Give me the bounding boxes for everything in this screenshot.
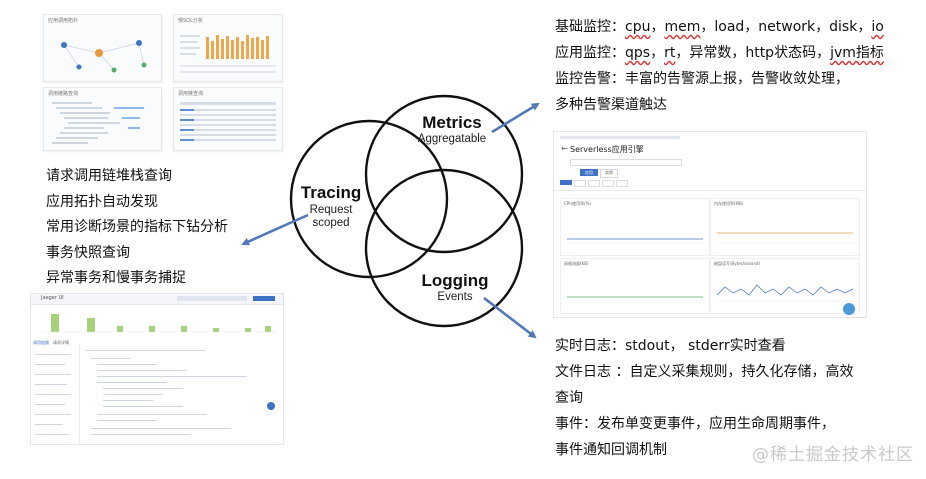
tracing-subtitle-line2: scoped bbox=[312, 217, 349, 229]
tracing-feature: 异常事务和慢事务捕捉 bbox=[46, 270, 186, 286]
logging-title: Logging bbox=[421, 271, 488, 290]
cpu-chart-title: CPU使用率(%) bbox=[564, 201, 592, 206]
logging-circle bbox=[364, 168, 524, 328]
tracing-feature: 应用拓扑自动发现 bbox=[46, 193, 158, 210]
memory-chart: 内存使用率(MB) bbox=[710, 198, 860, 256]
metrics-circle bbox=[364, 94, 524, 254]
metrics-subtitle: Aggregatable bbox=[418, 133, 486, 145]
trace-detail-title: Jaeger UI bbox=[41, 295, 64, 301]
metrics-app-line: 应用监控：qps，rt，异常数，http状态码，jvm指标 bbox=[555, 45, 884, 61]
logging-feature: 文件日志 ：自定义采集规则，持久化存储，高效 bbox=[555, 364, 854, 380]
thumbnail-title: 慢SQL分析 bbox=[178, 18, 203, 24]
trace-list-rows bbox=[180, 102, 276, 141]
tracing-subtitle-line1: Request bbox=[310, 204, 354, 216]
trace-detail-screenshot: Jaeger UI 调用链路 请求详情 bbox=[30, 293, 284, 445]
memory-chart-title: 内存使用率(MB) bbox=[714, 201, 744, 206]
trace-thumbnail: 调用链路查询 bbox=[43, 87, 162, 151]
tracing-feature: 事务快照查询 bbox=[46, 244, 130, 261]
metrics-basic-line: 基础监控：cpu，mem，load，network，disk，io bbox=[555, 19, 884, 35]
tracing-feature: 请求调用链堆栈查询 bbox=[46, 168, 172, 184]
trace-list-thumbnail: 调用链查询 bbox=[173, 87, 283, 151]
topology-graph bbox=[61, 40, 147, 73]
network-chart-title: 网络流量(KB) bbox=[564, 261, 589, 266]
logging-feature: 实时日志：stdout， stderr实时查看 bbox=[555, 338, 786, 354]
cpu-chart: CPU使用率(%) bbox=[560, 198, 710, 256]
tracing-arrow bbox=[241, 213, 309, 246]
thumbnail-title: 应用调用拓扑 bbox=[48, 18, 79, 24]
metrics-alert-line: 监控告警：丰富的告警源上报，告警收敛处理， bbox=[555, 71, 849, 87]
disk-chart: 磁盘读写(Bytes/second) bbox=[710, 258, 860, 315]
disk-chart-title: 磁盘读写(Bytes/second) bbox=[714, 261, 760, 266]
trace-detail-sidebar: 调用链路 请求详情 bbox=[31, 340, 80, 444]
trace-detail-json bbox=[83, 344, 279, 442]
slow-sql-bars bbox=[180, 35, 276, 73]
assistant-icon[interactable] bbox=[843, 303, 855, 315]
tracing-title: Tracing bbox=[301, 183, 361, 202]
logging-feature: 事件通知回调机制 bbox=[555, 442, 667, 458]
serverless-title: Serverless应用引擎 bbox=[570, 145, 644, 154]
tracing-feature: 常用诊断场景的指标下钻分析 bbox=[46, 219, 228, 235]
app-topology-thumbnail: 应用调用拓扑 bbox=[43, 14, 162, 82]
logging-subtitle: Events bbox=[437, 291, 472, 303]
logging-feature: 查询 bbox=[555, 390, 583, 406]
tracing-circle bbox=[289, 119, 449, 279]
logging-feature: 事件：发布单变更事件，应用生命周期事件， bbox=[555, 416, 835, 432]
network-chart: 网络流量(KB) bbox=[560, 258, 710, 314]
trace-detail-tab[interactable]: 请求详情 bbox=[53, 340, 69, 345]
back-icon[interactable]: ← bbox=[561, 144, 568, 153]
serverless-screenshot: ← Serverless应用引擎 应用 实例 CPU使用率(%) 内存使用率(M… bbox=[553, 131, 867, 318]
tab-instance[interactable]: 实例 bbox=[600, 169, 618, 178]
trace-detail-header: Jaeger UI bbox=[31, 294, 283, 305]
trace-tree bbox=[52, 102, 144, 144]
metrics-channel-line: 多种告警渠道触达 bbox=[555, 97, 667, 113]
metrics-feature-list: 基础监控：cpu，mem，load，network，disk，io 应用监控：q… bbox=[555, 14, 884, 118]
tracing-feature-list: 请求调用链堆栈查询 应用拓扑自动发现 常用诊断场景的指标下钻分析 事务快照查询 … bbox=[46, 164, 228, 292]
tab-app[interactable]: 应用 bbox=[580, 169, 598, 176]
watermark: @稀土掘金技术社区 bbox=[752, 445, 914, 465]
trace-detail-tab[interactable]: 调用链路 bbox=[33, 340, 49, 345]
thumbnail-title: 调用链查询 bbox=[178, 91, 204, 97]
slow-sql-thumbnail: 慢SQL分析 bbox=[173, 14, 283, 82]
logging-feature-list: 实时日志：stdout， stderr实时查看 文件日志 ：自定义采集规则，持久… bbox=[555, 333, 853, 463]
time-filter-bar bbox=[560, 180, 680, 187]
metrics-title: Metrics bbox=[422, 113, 482, 132]
logging-arrow bbox=[483, 296, 537, 339]
help-icon[interactable] bbox=[267, 402, 275, 410]
metrics-arrow bbox=[491, 102, 540, 134]
trace-detail-histogram bbox=[41, 314, 277, 333]
thumbnail-title: 调用链路查询 bbox=[48, 91, 79, 97]
